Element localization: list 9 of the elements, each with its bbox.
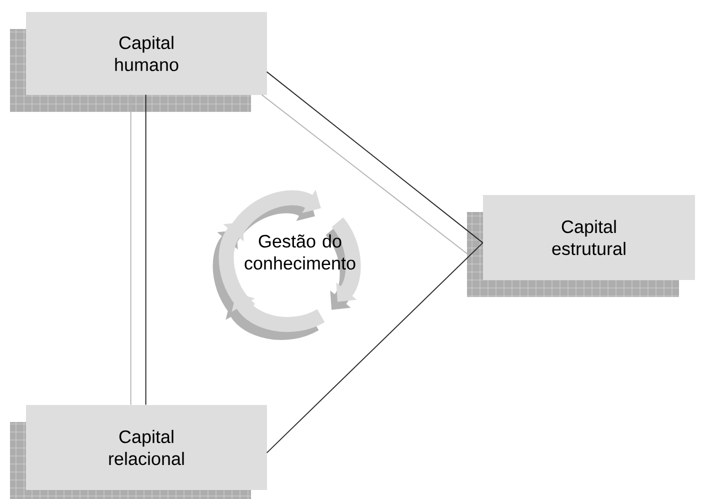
text-box: Capital humano — [10, 12, 267, 112]
connector-line — [266, 71, 484, 244]
text-box: Capital relacional — [10, 405, 267, 499]
connector-line — [261, 94, 470, 256]
connector-line — [130, 94, 132, 406]
connector-line — [145, 94, 146, 406]
connector-line — [266, 242, 484, 454]
center-label: Gestão do conhecimento — [244, 234, 356, 270]
text-box: Capital estrutural — [467, 195, 695, 297]
